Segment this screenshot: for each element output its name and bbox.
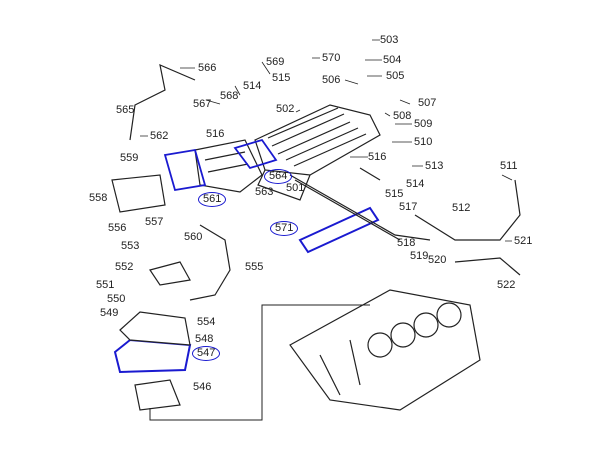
part-label-507: 507	[418, 97, 437, 109]
intake-manifold	[254, 104, 381, 201]
part-label-514: 514	[406, 178, 425, 190]
part-label-520: 520	[428, 254, 447, 266]
pipe-565	[129, 63, 196, 141]
part-label-546: 546	[193, 381, 212, 393]
part-label-562: 562	[150, 130, 169, 142]
part-label-505: 505	[386, 70, 405, 82]
part-label-568: 568	[220, 90, 239, 102]
gasket-547	[113, 338, 192, 374]
part-label-560: 560	[184, 231, 203, 243]
part-label-504: 504	[383, 54, 402, 66]
engine-block	[289, 289, 481, 411]
part-label-549: 549	[100, 307, 119, 319]
part-label-553: 553	[121, 240, 140, 252]
part-label-554: 554	[197, 316, 216, 328]
leader-lines	[140, 39, 513, 242]
part-label-551: 551	[96, 279, 115, 291]
rod-lines	[289, 174, 431, 241]
pipe-512	[414, 179, 521, 241]
part-label-547[interactable]: 547	[192, 346, 221, 361]
throttle-body	[194, 139, 263, 193]
part-label-561[interactable]: 561	[198, 192, 227, 207]
part-label-564[interactable]: 564	[264, 169, 293, 184]
part-label-508: 508	[393, 110, 412, 122]
bracket-552	[149, 261, 191, 286]
part-label-510: 510	[414, 136, 433, 148]
part-label-516b: 516	[206, 128, 225, 140]
part-label-559: 559	[120, 152, 139, 164]
part-label-503: 503	[380, 34, 399, 46]
part-label-569: 569	[266, 56, 285, 68]
hose-515	[359, 167, 381, 181]
part-label-509: 509	[414, 118, 433, 130]
part-label-556: 556	[108, 222, 127, 234]
part-label-522: 522	[497, 279, 516, 291]
part-label-563: 563	[255, 186, 274, 198]
part-label-516: 516	[368, 151, 387, 163]
cover-546	[134, 379, 181, 411]
housing-548	[119, 311, 191, 346]
part-label-518: 518	[397, 237, 416, 249]
gasket-561	[163, 148, 207, 192]
part-label-557: 557	[145, 216, 164, 228]
part-label-570: 570	[322, 52, 341, 64]
part-label-515b: 515	[272, 72, 291, 84]
air-intake	[111, 174, 166, 213]
part-label-566: 566	[198, 62, 217, 74]
part-label-558: 558	[89, 192, 108, 204]
part-label-501: 501	[286, 182, 305, 194]
part-label-514b: 514	[243, 80, 262, 92]
part-label-512: 512	[452, 202, 471, 214]
part-label-515: 515	[385, 188, 404, 200]
part-label-555: 555	[245, 261, 264, 273]
gasket-571	[298, 206, 380, 254]
part-label-552: 552	[115, 261, 134, 273]
part-label-548: 548	[195, 333, 214, 345]
part-label-519: 519	[410, 250, 429, 262]
gasket-564	[233, 138, 278, 170]
part-label-506: 506	[322, 74, 341, 86]
part-label-502: 502	[276, 103, 295, 115]
part-label-513: 513	[425, 160, 444, 172]
part-label-550: 550	[107, 293, 126, 305]
part-label-517: 517	[399, 201, 418, 213]
part-label-571[interactable]: 571	[270, 221, 299, 236]
part-label-567: 567	[193, 98, 212, 110]
pipe-522	[454, 257, 521, 276]
part-label-521: 521	[514, 235, 533, 247]
part-label-565: 565	[116, 104, 135, 116]
pipe-555	[189, 224, 231, 301]
part-label-511: 511	[500, 160, 518, 172]
callout-frame	[149, 304, 370, 421]
